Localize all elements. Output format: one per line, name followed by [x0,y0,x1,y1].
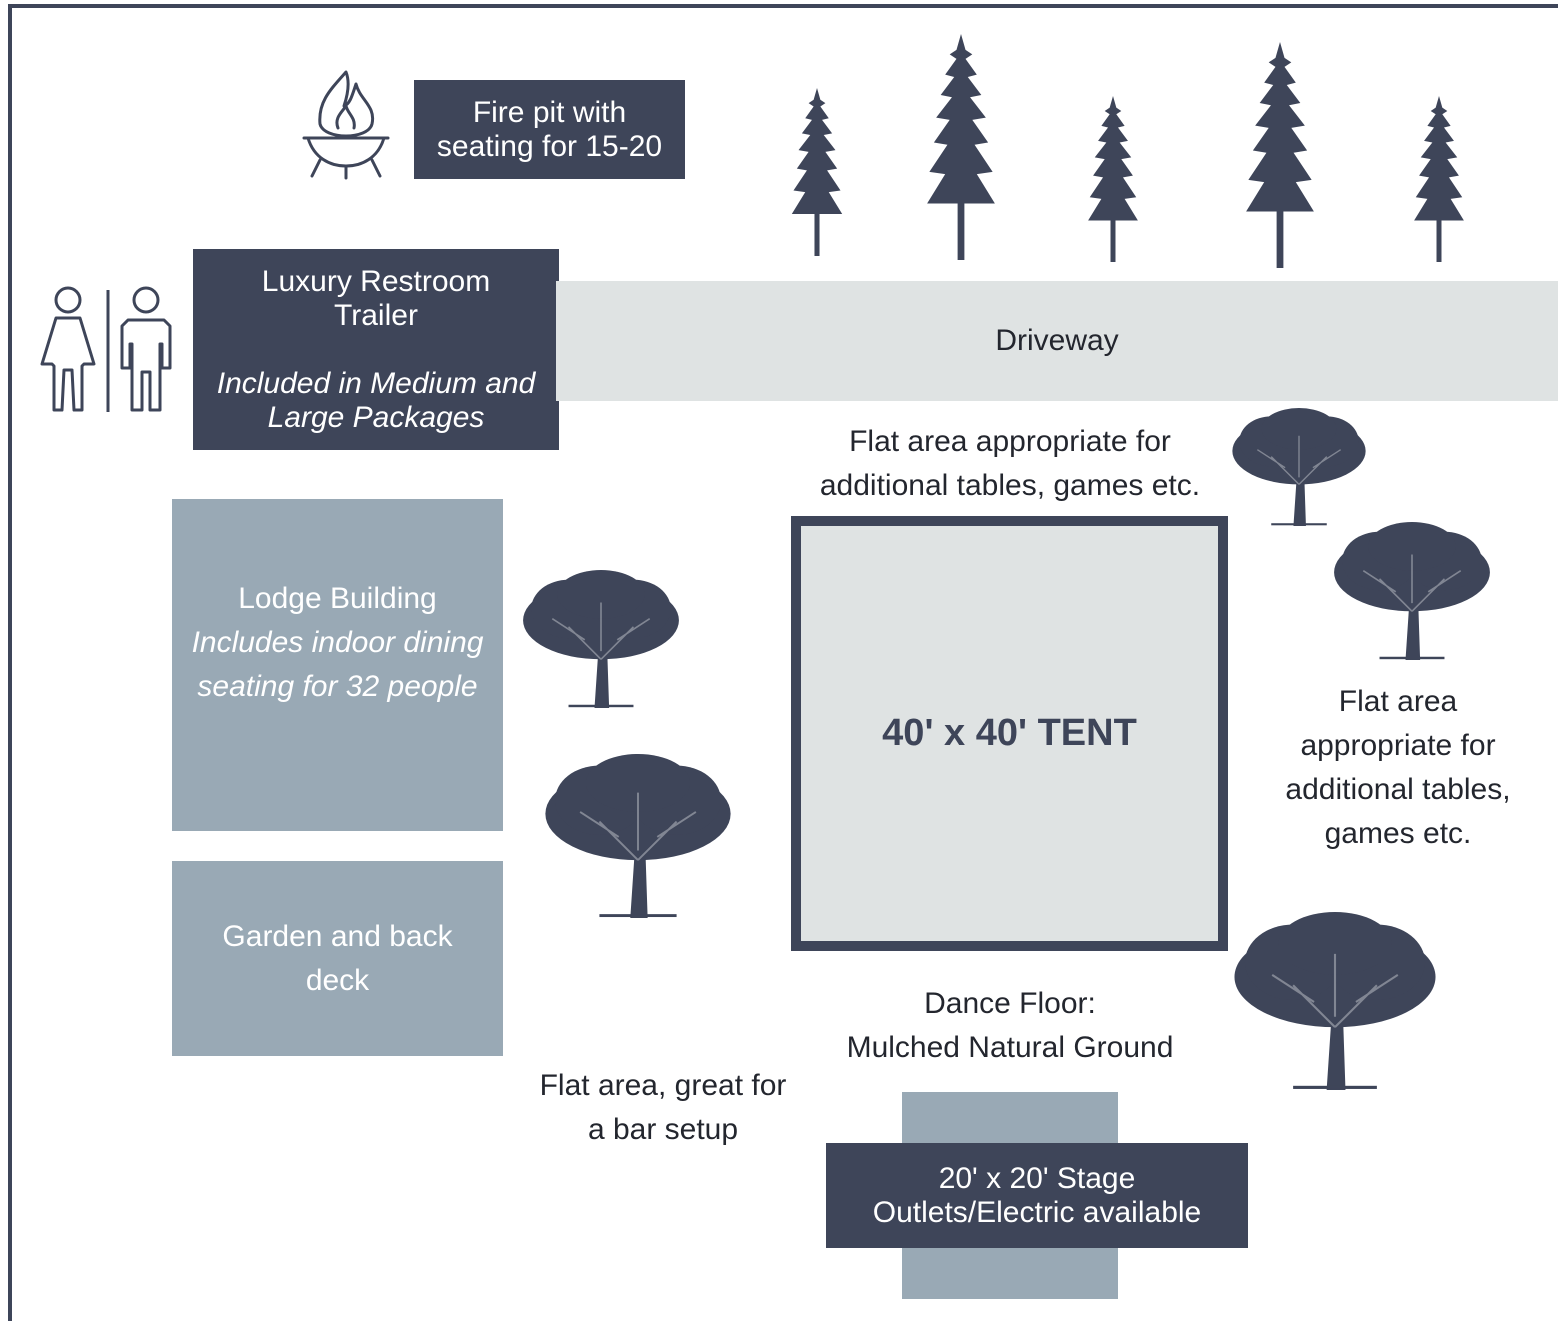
restroom-trailer-label: Luxury Restroom Trailer Included in Medi… [193,249,559,450]
driveway: Driveway [556,281,1558,401]
oak-tree-icon [522,570,680,708]
fire-pit-label: Fire pit with seating for 15-20 [414,80,685,179]
flat-area-right-label: Flat area appropriate for additional tab… [1258,680,1538,856]
stage-line-2: Outlets/Electric available [872,1195,1202,1229]
pine-tree-icon [1414,96,1464,262]
oak-tree-icon [1231,408,1367,526]
flat-bar-line-2: a bar setup [587,1113,739,1146]
stage-label: 20' x 20' Stage Outlets/Electric availab… [826,1143,1248,1248]
stage-line-1: 20' x 20' Stage [938,1161,1136,1195]
garden-line-2: deck [305,963,370,997]
restroom-sub-2: Large Packages [267,400,485,434]
restroom-sub-1: Included in Medium and [216,366,536,400]
restroom-title-2: Trailer [334,298,418,332]
tent-area: 40' x 40' TENT [791,516,1228,951]
frame-top-border [8,4,1558,8]
fire-pit-line-1: Fire pit with [472,95,627,129]
dance-line-1: Dance Floor: [924,987,1096,1020]
pine-tree-icon [791,88,843,256]
oak-tree-icon [544,754,732,918]
pine-tree-icon [1246,42,1314,268]
driveway-label: Driveway [995,324,1119,357]
flat-area-bar-label: Flat area, great for a bar setup [515,1064,811,1152]
garden-back-deck: Garden and back deck [172,861,503,1056]
flat-right-line-2: appropriate for [1300,729,1496,762]
lodge-building: Lodge Building Includes indoor dining se… [172,499,503,831]
pine-tree-icon [927,34,995,260]
restroom-title-1: Luxury Restroom [261,264,491,298]
oak-tree-icon [1233,912,1437,1090]
frame-left-border [8,4,12,1321]
flat-right-line-4: games etc. [1324,817,1472,850]
flat-top-line-2: additional tables, games etc. [819,469,1201,502]
tent-label: 40' x 40' TENT [882,712,1137,754]
oak-tree-icon [1333,522,1491,660]
fire-pit-icon [302,70,390,180]
garden-line-1: Garden and back [222,919,453,953]
lodge-title: Lodge Building [238,582,437,615]
flat-right-line-1: Flat area [1338,685,1458,718]
restroom-icon [40,286,172,412]
dance-floor-label: Dance Floor: Mulched Natural Ground [810,982,1210,1070]
pine-tree-icon [1088,96,1138,262]
flat-area-top-label: Flat area appropriate for additional tab… [790,420,1230,508]
lodge-sub-2: seating for 32 people [197,670,478,703]
flat-top-line-1: Flat area appropriate for [849,425,1171,458]
flat-bar-line-1: Flat area, great for [539,1069,787,1102]
fire-pit-line-2: seating for 15-20 [436,129,663,163]
flat-right-line-3: additional tables, [1285,773,1511,806]
dance-line-2: Mulched Natural Ground [846,1031,1174,1064]
lodge-sub-1: Includes indoor dining [191,626,484,659]
